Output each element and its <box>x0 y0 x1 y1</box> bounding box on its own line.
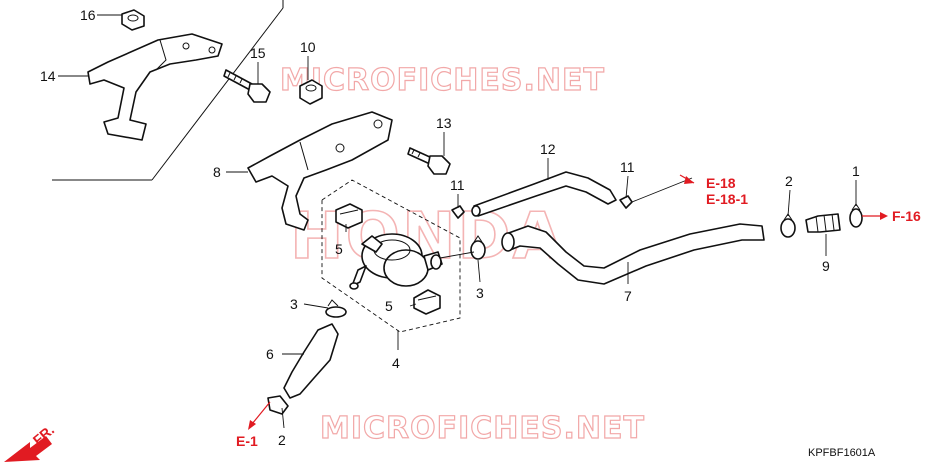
rubber-mount-upper <box>335 203 363 229</box>
bolt-15 <box>223 69 271 103</box>
nut-16 <box>121 9 145 31</box>
hose-6 <box>283 323 339 399</box>
nut-10 <box>299 79 323 105</box>
clamp-1 <box>849 203 863 228</box>
callout-3-right: 3 <box>476 285 484 301</box>
ref-e18: E-18 <box>706 175 736 191</box>
upper-bracket <box>87 33 223 141</box>
clip-11-left <box>451 205 465 219</box>
callout-16: 16 <box>80 7 96 23</box>
ref-f16: F-16 <box>892 208 921 224</box>
bolt-13 <box>407 147 451 175</box>
bracket-8 <box>247 111 393 231</box>
diagram-code: KPFBF1601A <box>808 447 876 459</box>
callout-5-upper: 5 <box>335 241 343 257</box>
ref-e1: E-1 <box>236 433 258 449</box>
hose-7 <box>505 223 765 285</box>
callout-1: 1 <box>852 163 860 179</box>
callout-10: 10 <box>300 39 316 55</box>
clamp-2-right <box>780 213 796 238</box>
watermark-top: MICROFICHES.NET <box>280 63 605 98</box>
callout-12: 12 <box>540 141 556 157</box>
ref-e18-1: E-18-1 <box>706 191 748 207</box>
watermark-bottom: MICROFICHES.NET <box>320 411 645 446</box>
reference-arrows <box>248 174 888 430</box>
callout-2-right: 2 <box>785 173 793 189</box>
callout-8: 8 <box>213 164 221 180</box>
leader-lines <box>58 14 857 429</box>
assembly-outline <box>321 179 461 333</box>
callout-6: 6 <box>266 346 274 362</box>
callout-2-lower: 2 <box>278 432 286 448</box>
callout-11-left: 11 <box>450 177 465 193</box>
air-injection-valve <box>349 233 443 290</box>
callout-9: 9 <box>822 258 830 274</box>
callout-14: 14 <box>40 68 56 84</box>
callout-15: 15 <box>250 45 266 61</box>
callout-7: 7 <box>624 288 632 304</box>
clip-2-lower <box>267 395 289 415</box>
clamp-3-left <box>325 299 347 318</box>
hose-12 <box>473 171 617 217</box>
callout-3-left: 3 <box>290 296 298 312</box>
callout-11-right: 11 <box>620 159 635 175</box>
callout-4: 4 <box>392 355 400 371</box>
inset-frame <box>52 0 284 181</box>
joint-9 <box>805 213 841 233</box>
front-arrow-icon: FR. <box>4 422 57 462</box>
callout-13: 13 <box>436 115 452 131</box>
front-label: FR. <box>30 422 58 449</box>
clamp-3-right <box>470 235 486 260</box>
rubber-mount-lower <box>413 289 441 315</box>
callout-5-lower: 5 <box>385 298 393 314</box>
